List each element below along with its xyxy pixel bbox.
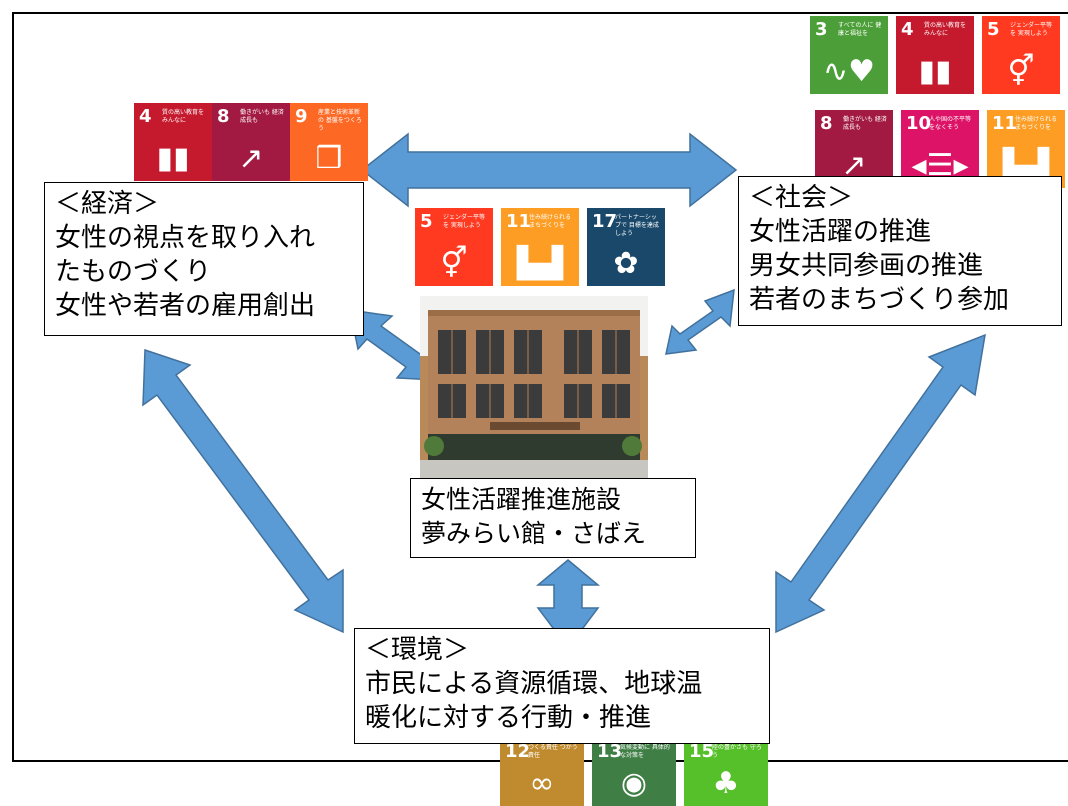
sdg-4-icon: 4 質の高い教育を みんなに ▮▮ [896, 16, 974, 94]
economy-box: ＜経済＞ 女性の視点を取り入れ たものづくり 女性や若者の雇用創出 [44, 182, 364, 336]
society-line: 女性活躍の推進 [749, 217, 932, 247]
cubes-icon: ❒ [315, 141, 343, 176]
arrow-society-center [665, 288, 735, 355]
sdg-15-icon: 15 陸の豊かさも 守ろう ♣ [684, 738, 768, 806]
sdg-8-icon: 8 働きがいも 経済成長も ↗ [212, 103, 290, 181]
sdg-4-icon: 4 質の高い教育を みんなに ▮▮ [134, 103, 212, 181]
economy-heading: ＜経済＞ [55, 189, 160, 219]
environment-box: ＜環境＞ 市民による資源循環、地球温 暖化に対する行動・推進 [354, 628, 770, 744]
society-line: 男女共同参画の推進 [749, 251, 984, 281]
society-box: ＜社会＞ 女性活躍の推進 男女共同参画の推進 若者のまちづくり参加 [738, 176, 1062, 326]
arrow-economy-society [360, 132, 738, 208]
gender-equality-icon: ⚥ [440, 246, 468, 281]
sdg-3-icon: 3 すべての人に 健康と福祉を ∿♥ [810, 16, 888, 94]
environment-line: 市民による資源循環、地球温 [365, 669, 703, 699]
sdg-8-icon: 8 働きがいも 経済成長も ↗ [815, 110, 893, 188]
arrow-economy-environment [142, 348, 344, 634]
economy-line: たものづくり [55, 257, 212, 287]
sdg-9-icon: 9 産業と技術革新の 基盤をつくろう ❒ [290, 103, 368, 181]
sdg-13-icon: 13 気候変動に 具体的な対策を ◉ [592, 738, 676, 806]
gender-equality-icon: ⚥ [1007, 54, 1035, 89]
sdg-17-icon: 17 パートナーシップで 目標を達成しよう ✿ [587, 208, 665, 286]
sdg-11-icon: 11 住み続けられる まちづくりを ▙▟ [501, 208, 579, 286]
economy-line: 女性の視点を取り入れ [55, 223, 316, 253]
center-box: 女性活躍推進施設 夢みらい館・さばえ [410, 478, 696, 558]
book-icon: ▮▮ [156, 141, 190, 176]
society-heading: ＜社会＞ [749, 183, 854, 213]
infinity-icon: ∞ [529, 766, 555, 801]
center-line: 夢みらい館・さばえ [421, 519, 647, 548]
environment-heading: ＜環境＞ [365, 635, 470, 665]
sdg-5-icon: 5 ジェンダー平等を 実現しよう ⚥ [982, 16, 1060, 94]
eye-globe-icon: ◉ [620, 766, 648, 801]
sdg-5-icon: 5 ジェンダー平等を 実現しよう ⚥ [415, 208, 493, 286]
facility-building-photo [420, 296, 648, 478]
arrow-society-environment [775, 333, 986, 634]
society-line: 若者のまちづくり参加 [749, 285, 1010, 315]
tree-icon: ♣ [712, 766, 740, 801]
heartbeat-icon: ∿♥ [822, 54, 876, 89]
city-icon: ▙▟ [516, 246, 564, 281]
sdg-12-icon: 12 つくる責任 つかう責任 ∞ [500, 738, 584, 806]
center-line: 女性活躍推進施設 [421, 485, 622, 514]
book-icon: ▮▮ [918, 54, 952, 89]
growth-chart-icon: ↗ [238, 141, 264, 176]
partnership-rings-icon: ✿ [613, 246, 639, 281]
economy-line: 女性や若者の雇用創出 [55, 291, 316, 321]
environment-line: 暖化に対する行動・推進 [365, 703, 652, 733]
